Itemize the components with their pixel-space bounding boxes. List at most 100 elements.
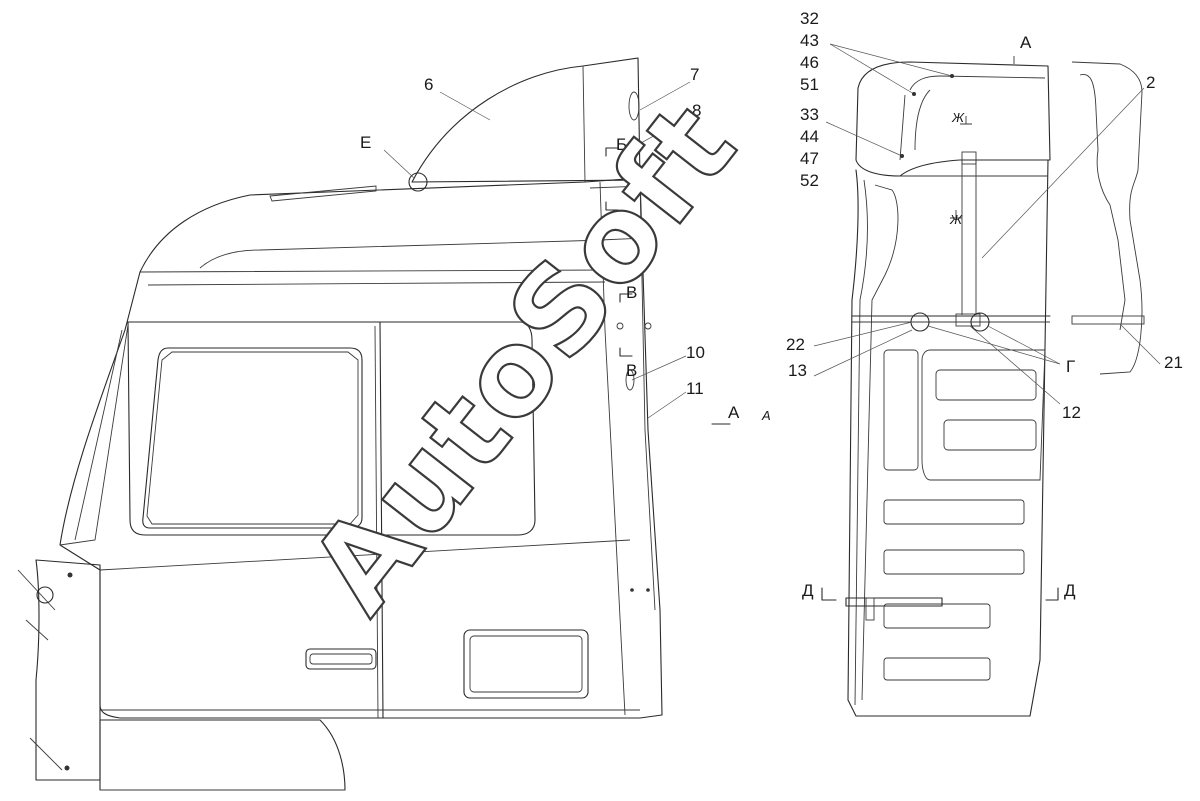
- callout-B-bottom: Б: [618, 213, 629, 232]
- leader-10: [631, 355, 687, 381]
- door-handle-inner: [309, 653, 373, 665]
- callout-51: 51: [800, 75, 819, 94]
- rear-pillar-strip-2: [639, 179, 656, 611]
- leader-2: [981, 87, 1145, 259]
- callout-D-left: Д: [802, 581, 814, 600]
- leader-22: [813, 321, 913, 347]
- fastener-circle-left: [36, 586, 54, 604]
- section-arrow-icon: [619, 347, 633, 357]
- door-frame-inner: [59, 324, 129, 546]
- bolt-point-icon: [950, 74, 954, 78]
- bolt-point-icon: [67, 572, 73, 578]
- callout-8: 8: [692, 101, 701, 120]
- side-window: [142, 347, 363, 529]
- belt-line: [99, 539, 631, 571]
- leader-12: [969, 325, 1061, 405]
- leader-43b: [829, 43, 915, 95]
- callout-V-bottom: В: [626, 361, 637, 380]
- rear-spoiler-divider: [914, 89, 931, 151]
- leader-G2: [987, 325, 1061, 365]
- section-arrow-icon: [605, 147, 619, 157]
- callout-D-right: Д: [1064, 581, 1076, 600]
- callout-Zh-mid: Ж: [949, 212, 963, 227]
- roof-rail: [269, 185, 377, 202]
- callout-46: 46: [800, 53, 819, 72]
- side-profile-inner: [1079, 73, 1126, 331]
- callout-A-right: А: [1020, 33, 1032, 52]
- rear-wall-side-2: [854, 179, 868, 706]
- door-handle: [305, 648, 377, 670]
- callout-A-left: А: [728, 403, 740, 422]
- leader-43a: [829, 43, 953, 77]
- callout-12: 12: [1062, 403, 1081, 422]
- panel-rib: [943, 419, 1037, 451]
- pillar-joint-2: [599, 237, 646, 241]
- bolt-point-icon: [900, 154, 904, 158]
- section-arrow-icon: [950, 210, 962, 219]
- bolt-point-icon: [616, 322, 624, 330]
- callout-B-top: Б: [616, 135, 627, 154]
- callout-13: 13: [788, 361, 807, 380]
- front-corner-lines-2: [29, 737, 63, 771]
- front-corner-panel: [35, 559, 101, 781]
- callout-44: 44: [800, 127, 819, 146]
- callout-Zh-top: Ж: [951, 110, 965, 125]
- pillar-joint-1: [589, 185, 646, 189]
- panel-rib: [883, 657, 991, 681]
- callout-10: 10: [686, 343, 705, 362]
- wheel-arch: [99, 719, 346, 791]
- panel-rib: [935, 369, 1037, 401]
- bolt-point-icon: [630, 588, 634, 592]
- leader-21: [1119, 323, 1161, 365]
- leader-33: [825, 121, 903, 157]
- callout-labels: 6 Е 7 8 Б Б В В 10 11 А А 32 43 46 51 33…: [360, 9, 1183, 600]
- callout-22: 22: [786, 335, 805, 354]
- panel-rib: [883, 499, 1025, 525]
- roof-trim: [147, 281, 606, 286]
- cab-rear-view: [813, 43, 1161, 717]
- callout-43: 43: [800, 31, 819, 50]
- step-cover-inner: [469, 635, 583, 693]
- callout-33: 33: [800, 105, 819, 124]
- side-profile: [1071, 61, 1143, 375]
- leader-7: [639, 81, 691, 111]
- rear-pillar-strip: [599, 181, 626, 716]
- lower-bracket: [845, 597, 943, 607]
- panel-rib: [883, 349, 919, 471]
- leader-11: [647, 391, 687, 419]
- section-arrow-icon: [960, 116, 972, 125]
- section-arrow-icon: [1045, 587, 1059, 601]
- callout-G: Г: [1066, 357, 1075, 376]
- callout-32: 32: [800, 9, 819, 28]
- callout-V-top: В: [626, 283, 637, 302]
- rear-wall-side: [861, 184, 899, 701]
- panel-contour: [921, 349, 1046, 481]
- detail-E-circle: [408, 172, 428, 192]
- leader-6: [439, 91, 491, 121]
- pillar-joint-3: [604, 267, 646, 271]
- pillar-vent: [625, 369, 635, 391]
- leader-E: [383, 149, 415, 179]
- callout-A-small: А: [761, 408, 771, 423]
- spoiler-vent: [628, 91, 640, 121]
- spoiler-rear-panel: [582, 65, 586, 183]
- bolt-point-icon: [646, 588, 650, 592]
- callout-2: 2: [1146, 73, 1155, 92]
- cab-side-view: [17, 57, 731, 791]
- side-window-inner: [146, 351, 359, 525]
- door-split-2: [374, 325, 379, 719]
- rear-spoiler: [855, 61, 1051, 177]
- rear-spoiler-inner: [909, 75, 1046, 91]
- leader-13: [813, 329, 913, 377]
- callout-52: 52: [800, 171, 819, 190]
- lower-bracket-post: [865, 597, 875, 621]
- step-cover: [463, 629, 589, 699]
- panel-rib: [883, 549, 1025, 575]
- a-pillar-inner: [74, 329, 123, 541]
- rear-wall: [847, 159, 1049, 717]
- bolt-point-icon: [912, 92, 916, 96]
- callout-6: 6: [424, 75, 433, 94]
- panel-rib: [883, 603, 991, 629]
- detail-G-circle-2: [970, 312, 990, 332]
